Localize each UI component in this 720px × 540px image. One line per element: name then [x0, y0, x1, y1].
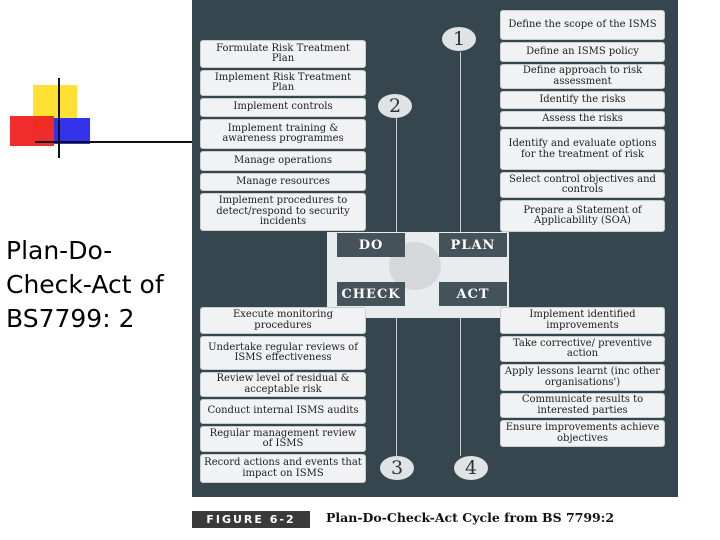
plan-step: Define approach to risk assessment	[500, 64, 665, 89]
plan-step: Identify and evaluate options for the tr…	[500, 129, 665, 170]
quadrant-act: ACT	[439, 282, 507, 306]
check-step: Record actions and events that impact on…	[200, 454, 366, 483]
plan-step: Identify the risks	[500, 91, 665, 109]
connector-line-3	[396, 304, 397, 456]
check-step: Regular management review of ISMS	[200, 426, 366, 452]
check-step: Review level of residual & acceptable ri…	[200, 372, 366, 397]
plan-step: Define the scope of the ISMS	[500, 10, 665, 40]
ornament-blue-square	[54, 118, 90, 144]
quadrant-do: DO	[337, 233, 405, 257]
figure-title: Plan-Do-Check-Act Cycle from BS 7799:2	[326, 510, 615, 525]
step-number-4: 4	[454, 456, 488, 480]
plan-step: Assess the risks	[500, 111, 665, 127]
plan-step: Define an ISMS policy	[500, 42, 665, 62]
step-number-2: 2	[378, 94, 412, 118]
step-number-3: 3	[380, 456, 414, 480]
check-step: Undertake regular reviews of ISMS effect…	[200, 336, 366, 370]
do-step: Implement controls	[200, 98, 366, 117]
do-step: Implement procedures to detect/respond t…	[200, 193, 366, 231]
figure-label: FIGURE 6-2	[192, 511, 310, 528]
plan-step: Select control objectives and controls	[500, 172, 665, 198]
figure-caption: FIGURE 6-2 Plan-Do-Check-Act Cycle from …	[192, 509, 702, 531]
check-step: Conduct internal ISMS audits	[200, 399, 366, 424]
slide-title: Plan-Do-Check-Act of BS7799: 2	[6, 236, 164, 333]
do-step: Manage operations	[200, 151, 366, 171]
check-step: Execute monitoring procedures	[200, 307, 366, 334]
step-number-1: 1	[442, 27, 476, 51]
ornament-horizontal-line	[35, 141, 192, 143]
act-step: Communicate results to interested partie…	[500, 393, 665, 418]
ornament-vertical-line	[58, 78, 60, 158]
quadrant-plan: PLAN	[439, 233, 507, 257]
do-step: Implement Risk Treatment Plan	[200, 70, 366, 96]
act-step: Apply lessons learnt (inc other organisa…	[500, 364, 665, 391]
do-step: Formulate Risk Treatment Plan	[200, 40, 366, 68]
act-step: Ensure improvements achieve objectives	[500, 420, 665, 447]
connector-line-1	[460, 52, 461, 232]
do-step: Manage resources	[200, 173, 366, 191]
connector-line-4	[460, 304, 461, 456]
slide-ornament	[0, 0, 192, 200]
connector-line-2	[396, 118, 397, 232]
quadrant-check: CHECK	[337, 282, 405, 306]
act-step: Take corrective/ preventive action	[500, 336, 665, 362]
do-step: Implement training & awareness programme…	[200, 119, 366, 149]
act-step: Implement identified improvements	[500, 307, 665, 334]
plan-step: Prepare a Statement of Applicability (SO…	[500, 200, 665, 232]
